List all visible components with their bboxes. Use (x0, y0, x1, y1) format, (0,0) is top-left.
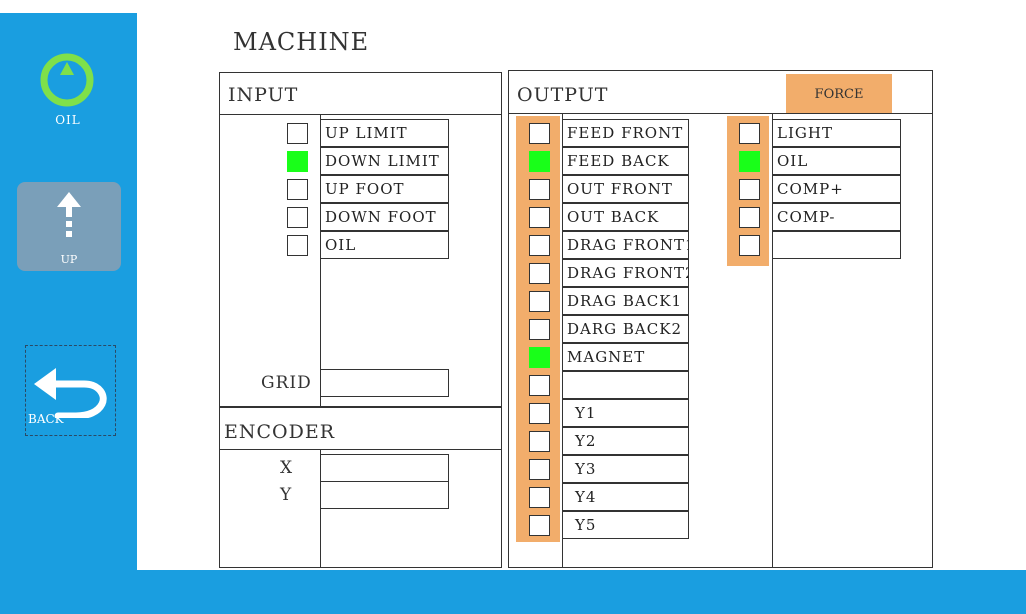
encoder-y-field[interactable] (320, 481, 449, 509)
io-label: OUT BACK (562, 203, 689, 231)
arrow-up-icon (56, 192, 82, 242)
io-label: UP FOOT (320, 175, 449, 203)
io-label: FEED BACK (562, 147, 689, 175)
divider (220, 449, 501, 450)
status-checkbox[interactable] (529, 151, 550, 172)
status-checkbox[interactable] (529, 319, 550, 340)
io-label: Y3 (562, 455, 689, 483)
oil-button-label: OIL (55, 113, 81, 127)
status-checkbox[interactable] (529, 347, 550, 368)
status-checkbox[interactable] (739, 235, 760, 256)
io-label: DARG BACK2 (562, 315, 689, 343)
status-checkbox[interactable] (739, 179, 760, 200)
output-panel-title: OUTPUT (517, 84, 609, 106)
divider (509, 113, 932, 114)
input-panel-title: INPUT (228, 84, 299, 106)
io-label: FEED FRONT (562, 119, 689, 147)
io-label: DOWN LIMIT (320, 147, 449, 175)
encoder-panel-title: ENCODER (224, 421, 336, 443)
sidebar: OIL UP BACK (0, 13, 137, 570)
status-checkbox[interactable] (529, 375, 550, 396)
io-label: DRAG FRONT2 (562, 259, 689, 287)
page-title: MACHINE (233, 28, 370, 56)
io-label: DRAG BACK1 (562, 287, 689, 315)
status-checkbox[interactable] (529, 403, 550, 424)
up-button[interactable]: UP (17, 182, 121, 271)
io-label (772, 231, 901, 259)
status-checkbox[interactable] (529, 207, 550, 228)
io-label: DOWN FOOT (320, 203, 449, 231)
io-label (562, 371, 689, 399)
io-label: Y1 (562, 399, 689, 427)
status-checkbox[interactable] (287, 179, 308, 200)
io-label: MAGNET (562, 343, 689, 371)
io-label: OUT FRONT (562, 175, 689, 203)
up-button-label: UP (60, 253, 78, 266)
io-label: Y5 (562, 511, 689, 539)
status-checkbox[interactable] (529, 179, 550, 200)
io-label: Y2 (562, 427, 689, 455)
io-label: DRAG FRONT1 (562, 231, 689, 259)
io-label: Y4 (562, 483, 689, 511)
back-button[interactable]: BACK (25, 345, 116, 436)
oil-button[interactable]: OIL (32, 47, 104, 133)
io-label: COMP+ (772, 175, 901, 203)
divider (320, 114, 321, 406)
status-checkbox[interactable] (529, 291, 550, 312)
io-label: COMP- (772, 203, 901, 231)
status-checkbox[interactable] (739, 151, 760, 172)
oil-pump-icon (38, 51, 96, 109)
status-checkbox[interactable] (529, 235, 550, 256)
back-button-label: BACK (28, 412, 64, 426)
io-label: LIGHT (772, 119, 901, 147)
io-label: UP LIMIT (320, 119, 449, 147)
status-checkbox[interactable] (529, 459, 550, 480)
divider (772, 113, 773, 567)
status-checkbox[interactable] (529, 487, 550, 508)
status-checkbox[interactable] (287, 235, 308, 256)
status-checkbox[interactable] (529, 515, 550, 536)
status-checkbox[interactable] (529, 123, 550, 144)
status-checkbox[interactable] (529, 263, 550, 284)
io-label: OIL (772, 147, 901, 175)
back-arrow-icon (32, 362, 112, 420)
status-checkbox[interactable] (529, 431, 550, 452)
status-checkbox[interactable] (739, 207, 760, 228)
encoder-x-label: X (280, 458, 294, 478)
encoder-x-field[interactable] (320, 454, 449, 482)
encoder-y-label: Y (280, 485, 293, 505)
status-checkbox[interactable] (287, 207, 308, 228)
status-checkbox[interactable] (287, 123, 308, 144)
force-button[interactable]: FORCE (786, 74, 892, 113)
grid-label: GRID (261, 373, 312, 393)
status-checkbox[interactable] (739, 123, 760, 144)
io-label: OIL (320, 231, 449, 259)
status-checkbox[interactable] (287, 151, 308, 172)
divider (220, 114, 501, 115)
grid-field[interactable] (320, 369, 449, 397)
bottom-bar (0, 570, 1026, 614)
